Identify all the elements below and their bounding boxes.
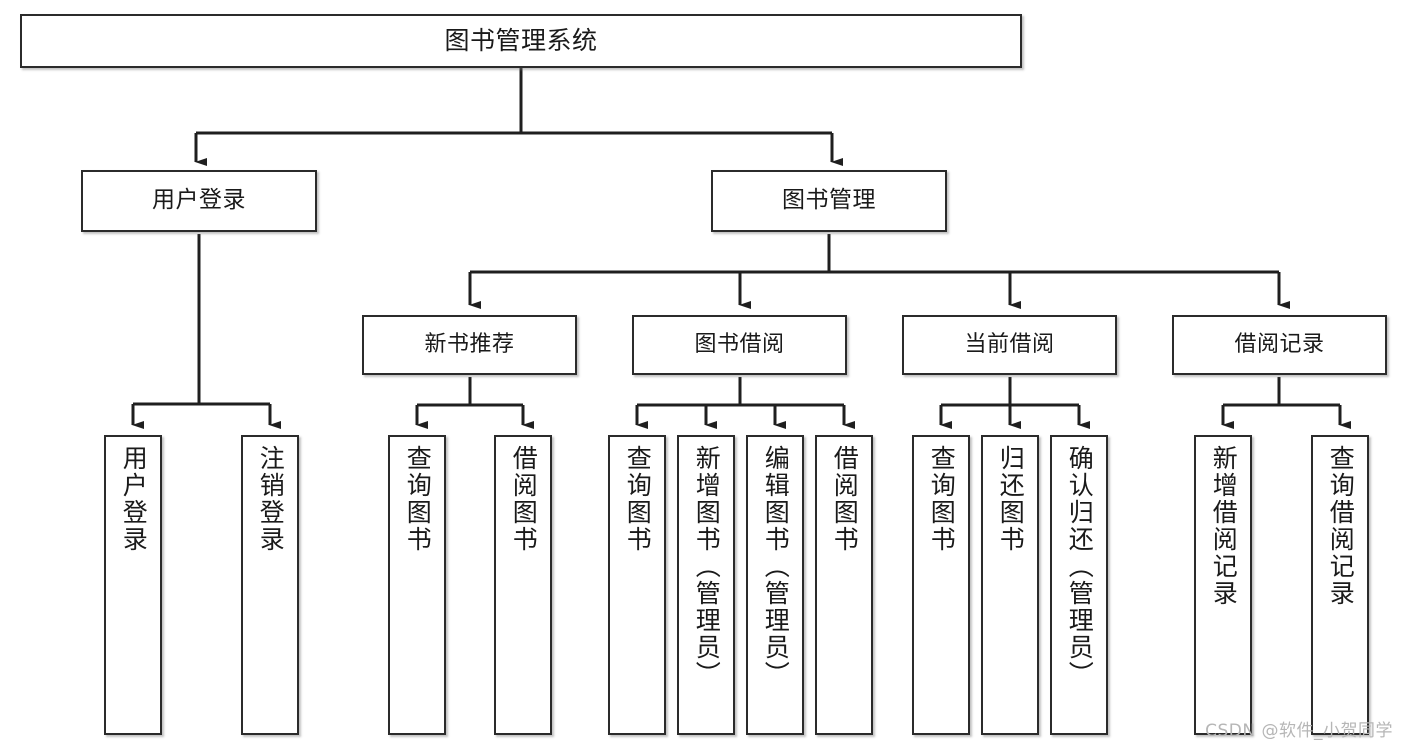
node-label: 借阅图书 [830,445,860,553]
node-label: 查询图书 [927,445,957,553]
leaf-user-logout[interactable]: 注销登录 [241,435,299,735]
node-label: 新增图书（管理员） [692,445,722,688]
node-current-borrow[interactable]: 当前借阅 [902,315,1117,375]
node-label: 图书管理 [782,187,876,214]
node-label: 查询图书 [623,445,653,553]
leaf-borrow-book[interactable]: 借阅图书 [815,435,873,735]
node-borrow-record[interactable]: 借阅记录 [1172,315,1387,375]
leaf-borrow-book-recommend[interactable]: 借阅图书 [494,435,552,735]
node-label: 确认归还（管理员） [1065,445,1095,688]
node-label: 图书管理系统 [444,26,598,56]
node-label: 查询借阅记录 [1326,445,1356,607]
leaf-query-borrow-record[interactable]: 查询借阅记录 [1311,435,1369,735]
node-book-management[interactable]: 图书管理 [711,170,947,232]
node-book-borrow[interactable]: 图书借阅 [632,315,847,375]
leaf-edit-book-admin[interactable]: 编辑图书（管理员） [746,435,804,735]
node-label: 注销登录 [256,445,286,553]
node-label: 当前借阅 [964,332,1055,358]
node-label: 新书推荐 [424,332,515,358]
node-label: 借阅图书 [509,445,539,553]
node-new-book-recommend[interactable]: 新书推荐 [362,315,577,375]
leaf-query-book-recommend[interactable]: 查询图书 [388,435,446,735]
node-label: 图书借阅 [694,332,785,358]
leaf-confirm-return-admin[interactable]: 确认归还（管理员） [1050,435,1108,735]
watermark-text: CSDN @软件_小贺同学 [1205,721,1393,741]
node-label: 用户登录 [152,187,246,214]
node-root-book-management-system[interactable]: 图书管理系统 [20,14,1022,68]
leaf-user-login[interactable]: 用户登录 [104,435,162,735]
leaf-return-book[interactable]: 归还图书 [981,435,1039,735]
leaf-query-book-borrow[interactable]: 查询图书 [608,435,666,735]
node-label: 编辑图书（管理员） [761,445,791,688]
leaf-add-book-admin[interactable]: 新增图书（管理员） [677,435,735,735]
node-label: 查询图书 [403,445,433,553]
leaf-query-book-current[interactable]: 查询图书 [912,435,970,735]
node-label: 用户登录 [119,445,149,553]
node-label: 借阅记录 [1234,332,1325,358]
node-user-login[interactable]: 用户登录 [81,170,317,232]
leaf-add-borrow-record[interactable]: 新增借阅记录 [1194,435,1252,735]
node-label: 归还图书 [996,445,1026,553]
node-label: 新增借阅记录 [1209,445,1239,607]
